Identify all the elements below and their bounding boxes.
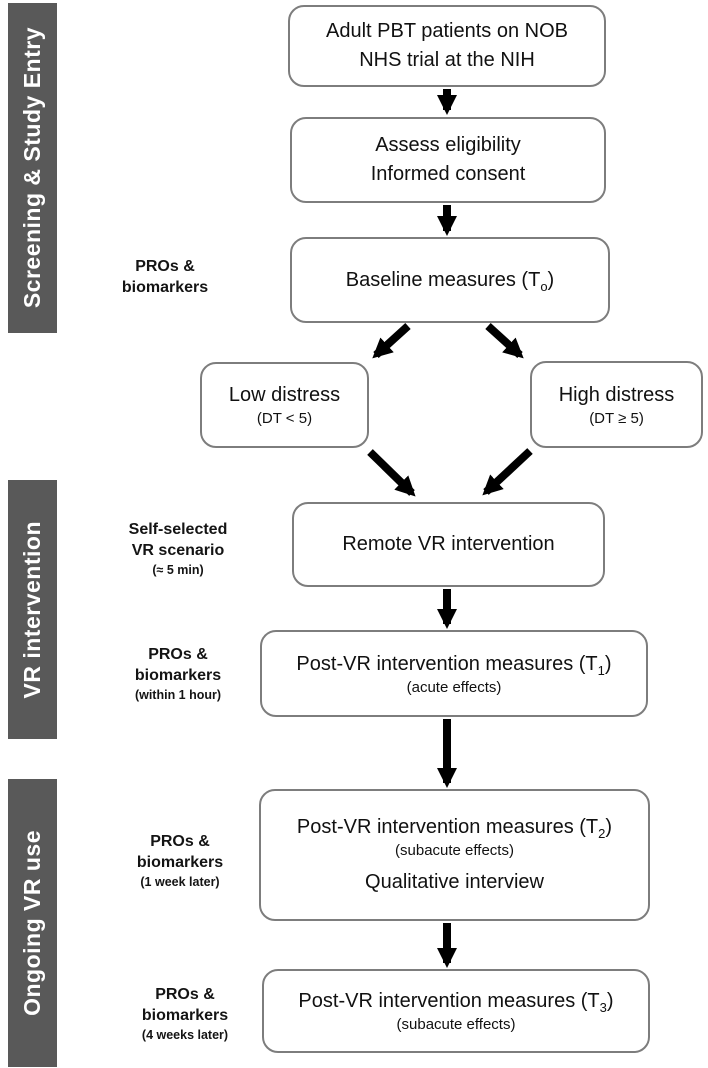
section-bar-ongoing-vr-use: Ongoing VR use	[8, 779, 57, 1067]
box-note: (subacute effects)	[396, 1016, 516, 1034]
box-low-distress: Low distress (DT < 5)	[200, 362, 369, 448]
box-text: Post-VR intervention measures (T3)	[298, 990, 614, 1016]
annotation-line: Self-selected	[128, 521, 228, 538]
section-label-screening-study-entry: Screening & Study Entry	[19, 27, 45, 309]
subscript: 3	[599, 1000, 607, 1016]
section-label-vr-intervention: VR intervention	[19, 520, 45, 699]
arrow-low-distress-to-vr	[367, 449, 416, 497]
box-text: NHS trial at the NIH	[359, 49, 535, 71]
box-text: Remote VR intervention	[342, 533, 555, 555]
subscript: o	[540, 278, 548, 294]
annotation-line: PROs &	[135, 258, 195, 275]
section-bar-screening-study-entry: Screening & Study Entry	[8, 3, 57, 333]
box-text: Informed consent	[370, 163, 526, 185]
subscript: 2	[598, 826, 606, 842]
box-remote-vr-intervention: Remote VR intervention	[292, 502, 605, 587]
box-text: High distress	[558, 383, 675, 406]
box-note: (DT < 5)	[256, 410, 313, 428]
box-note: (acute effects)	[406, 678, 502, 696]
annotation-line: biomarkers	[121, 278, 209, 296]
annotation-self-selected-vr-scenario: Self-selected VR scenario (≈ 5 min)	[103, 520, 253, 579]
arrow-baseline-to-low-distress	[372, 323, 411, 359]
annotation-line: VR scenario	[131, 541, 225, 559]
annotation-t3-pros-biomarkers: PROs & biomarkers (4 weeks later)	[110, 985, 260, 1044]
annotation-t1-pros-biomarkers: PROs & biomarkers (within 1 hour)	[103, 645, 253, 704]
box-baseline-measures-t0: Baseline measures (To)	[290, 237, 610, 323]
annotation-line: PROs &	[155, 986, 215, 1003]
annotation-line: biomarkers	[141, 1006, 229, 1024]
annotation-line: biomarkers	[134, 666, 222, 684]
annotation-line: PROs &	[148, 646, 208, 663]
annotation-note: (≈ 5 min)	[152, 562, 204, 577]
annotation-baseline-pros-biomarkers: PROs & biomarkers	[95, 257, 235, 299]
annotation-t2-pros-biomarkers: PROs & biomarkers (1 week later)	[105, 832, 255, 891]
box-text: Low distress	[228, 384, 341, 407]
arrow-high-distress-to-vr	[482, 448, 533, 496]
box-post-vr-measures-t3: Post-VR intervention measures (T3) (suba…	[262, 969, 650, 1053]
box-high-distress: High distress (DT ≥ 5)	[530, 361, 703, 448]
annotation-note: (4 weeks later)	[141, 1027, 229, 1042]
section-label-ongoing-vr-use: Ongoing VR use	[19, 830, 45, 1016]
box-post-vr-measures-t1: Post-VR intervention measures (T1) (acut…	[260, 630, 648, 717]
box-text: Adult PBT patients on NOB	[326, 20, 568, 42]
box-text: Baseline measures (To)	[345, 268, 555, 294]
annotation-line: biomarkers	[136, 853, 224, 871]
annotation-note: (1 week later)	[140, 874, 220, 889]
annotation-note: (within 1 hour)	[134, 687, 222, 702]
box-text: Post-VR intervention measures (T2)	[296, 816, 613, 842]
section-bar-vr-intervention: VR intervention	[8, 480, 57, 739]
arrow-baseline-to-high-distress	[485, 323, 524, 359]
box-text: Assess eligibility	[375, 134, 521, 156]
annotation-line: PROs &	[150, 833, 210, 850]
box-assess-eligibility: Assess eligibility Informed consent	[290, 117, 606, 203]
box-note: (subacute effects)	[395, 842, 514, 860]
box-text: Post-VR intervention measures (T1)	[296, 652, 612, 678]
box-post-vr-measures-t2: Post-VR intervention measures (T2) (suba…	[259, 789, 650, 921]
subscript: 1	[597, 662, 605, 678]
box-note: (DT ≥ 5)	[589, 409, 644, 427]
box-adult-pbt-patients: Adult PBT patients on NOB NHS trial at t…	[288, 5, 606, 87]
box-text-qualitative-interview: Qualitative interview	[365, 870, 544, 893]
